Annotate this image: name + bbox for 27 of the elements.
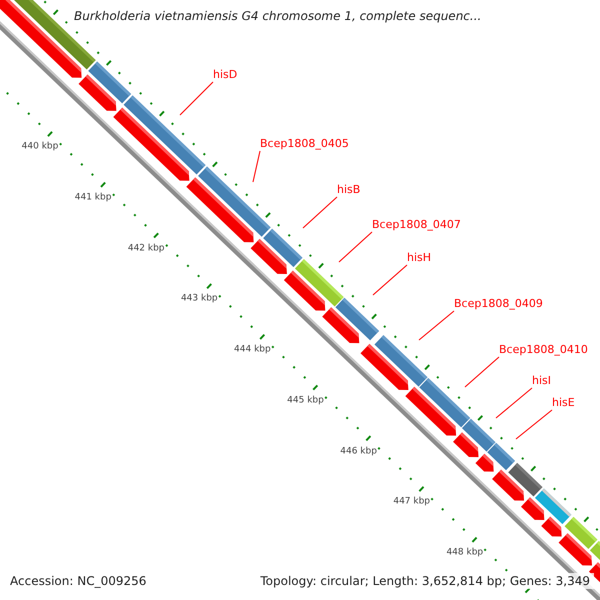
leader-line xyxy=(464,356,500,388)
scale-label: 444 kbp xyxy=(234,344,271,356)
scale-label: 445 kbp xyxy=(287,395,324,406)
scale-label: 446 kbp xyxy=(340,446,377,457)
leader-line xyxy=(338,232,372,262)
scale-label: 442 kbp xyxy=(128,243,165,254)
leader-line xyxy=(372,264,408,296)
gene-label: Bcep1808_0407 xyxy=(372,218,461,232)
leader-line xyxy=(418,310,454,340)
scale-label: 441 kbp xyxy=(74,192,112,204)
scale-label: 443 kbp xyxy=(180,294,218,305)
leader-line xyxy=(516,410,552,440)
leader-line xyxy=(302,196,338,228)
scale-label: 448 kbp xyxy=(446,548,484,558)
gene-label: hisH xyxy=(407,251,432,265)
leader-line xyxy=(496,388,532,418)
leader-line xyxy=(180,82,214,116)
gene-label: hisI xyxy=(532,374,552,388)
scale-label: 440 kbp xyxy=(22,142,58,152)
gene-label: Bcep1808_0409 xyxy=(454,297,543,311)
gene-label: hisE xyxy=(552,396,575,410)
gene-label: Bcep1808_0410 xyxy=(499,343,588,357)
scale-label: 447 kbp xyxy=(393,496,430,508)
gene-label: hisD xyxy=(213,68,238,82)
gene-label: hisB xyxy=(337,183,360,197)
leader-line xyxy=(252,150,260,182)
gene-label: Bcep1808_0405 xyxy=(260,137,349,151)
